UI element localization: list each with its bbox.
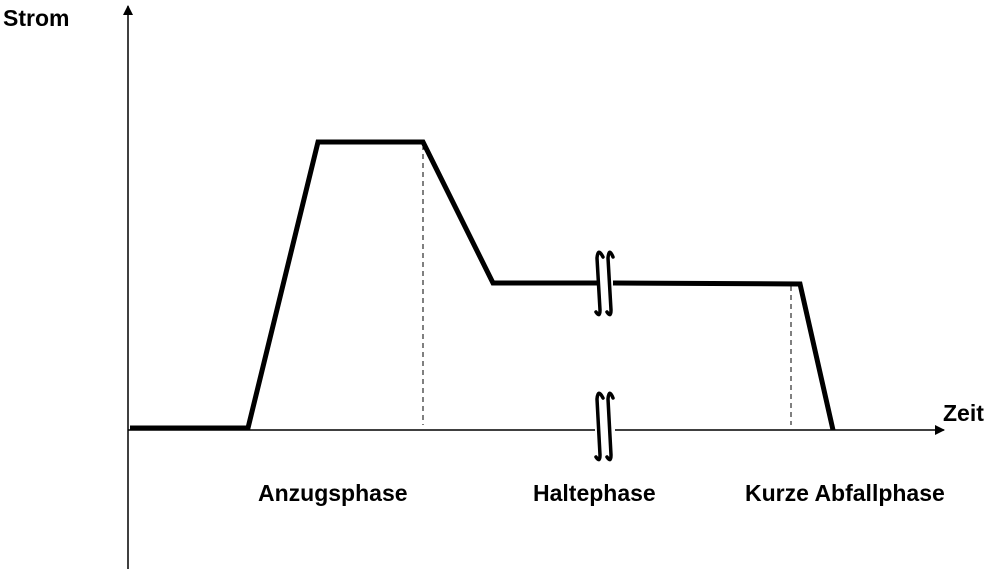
y-axis-label: Strom: [3, 5, 70, 31]
current-curve-left: [130, 139, 597, 431]
x-axis-label: Zeit: [943, 400, 984, 426]
current-curve-right: [612, 280, 836, 431]
phase-label-dropout: Kurze Abfallphase: [745, 480, 945, 506]
break-symbol-axis: [594, 391, 615, 462]
phase-label-pull-in: Anzugsphase: [258, 480, 408, 506]
break-symbol-curve: [594, 250, 615, 317]
phase-label-hold: Haltephase: [533, 480, 656, 506]
